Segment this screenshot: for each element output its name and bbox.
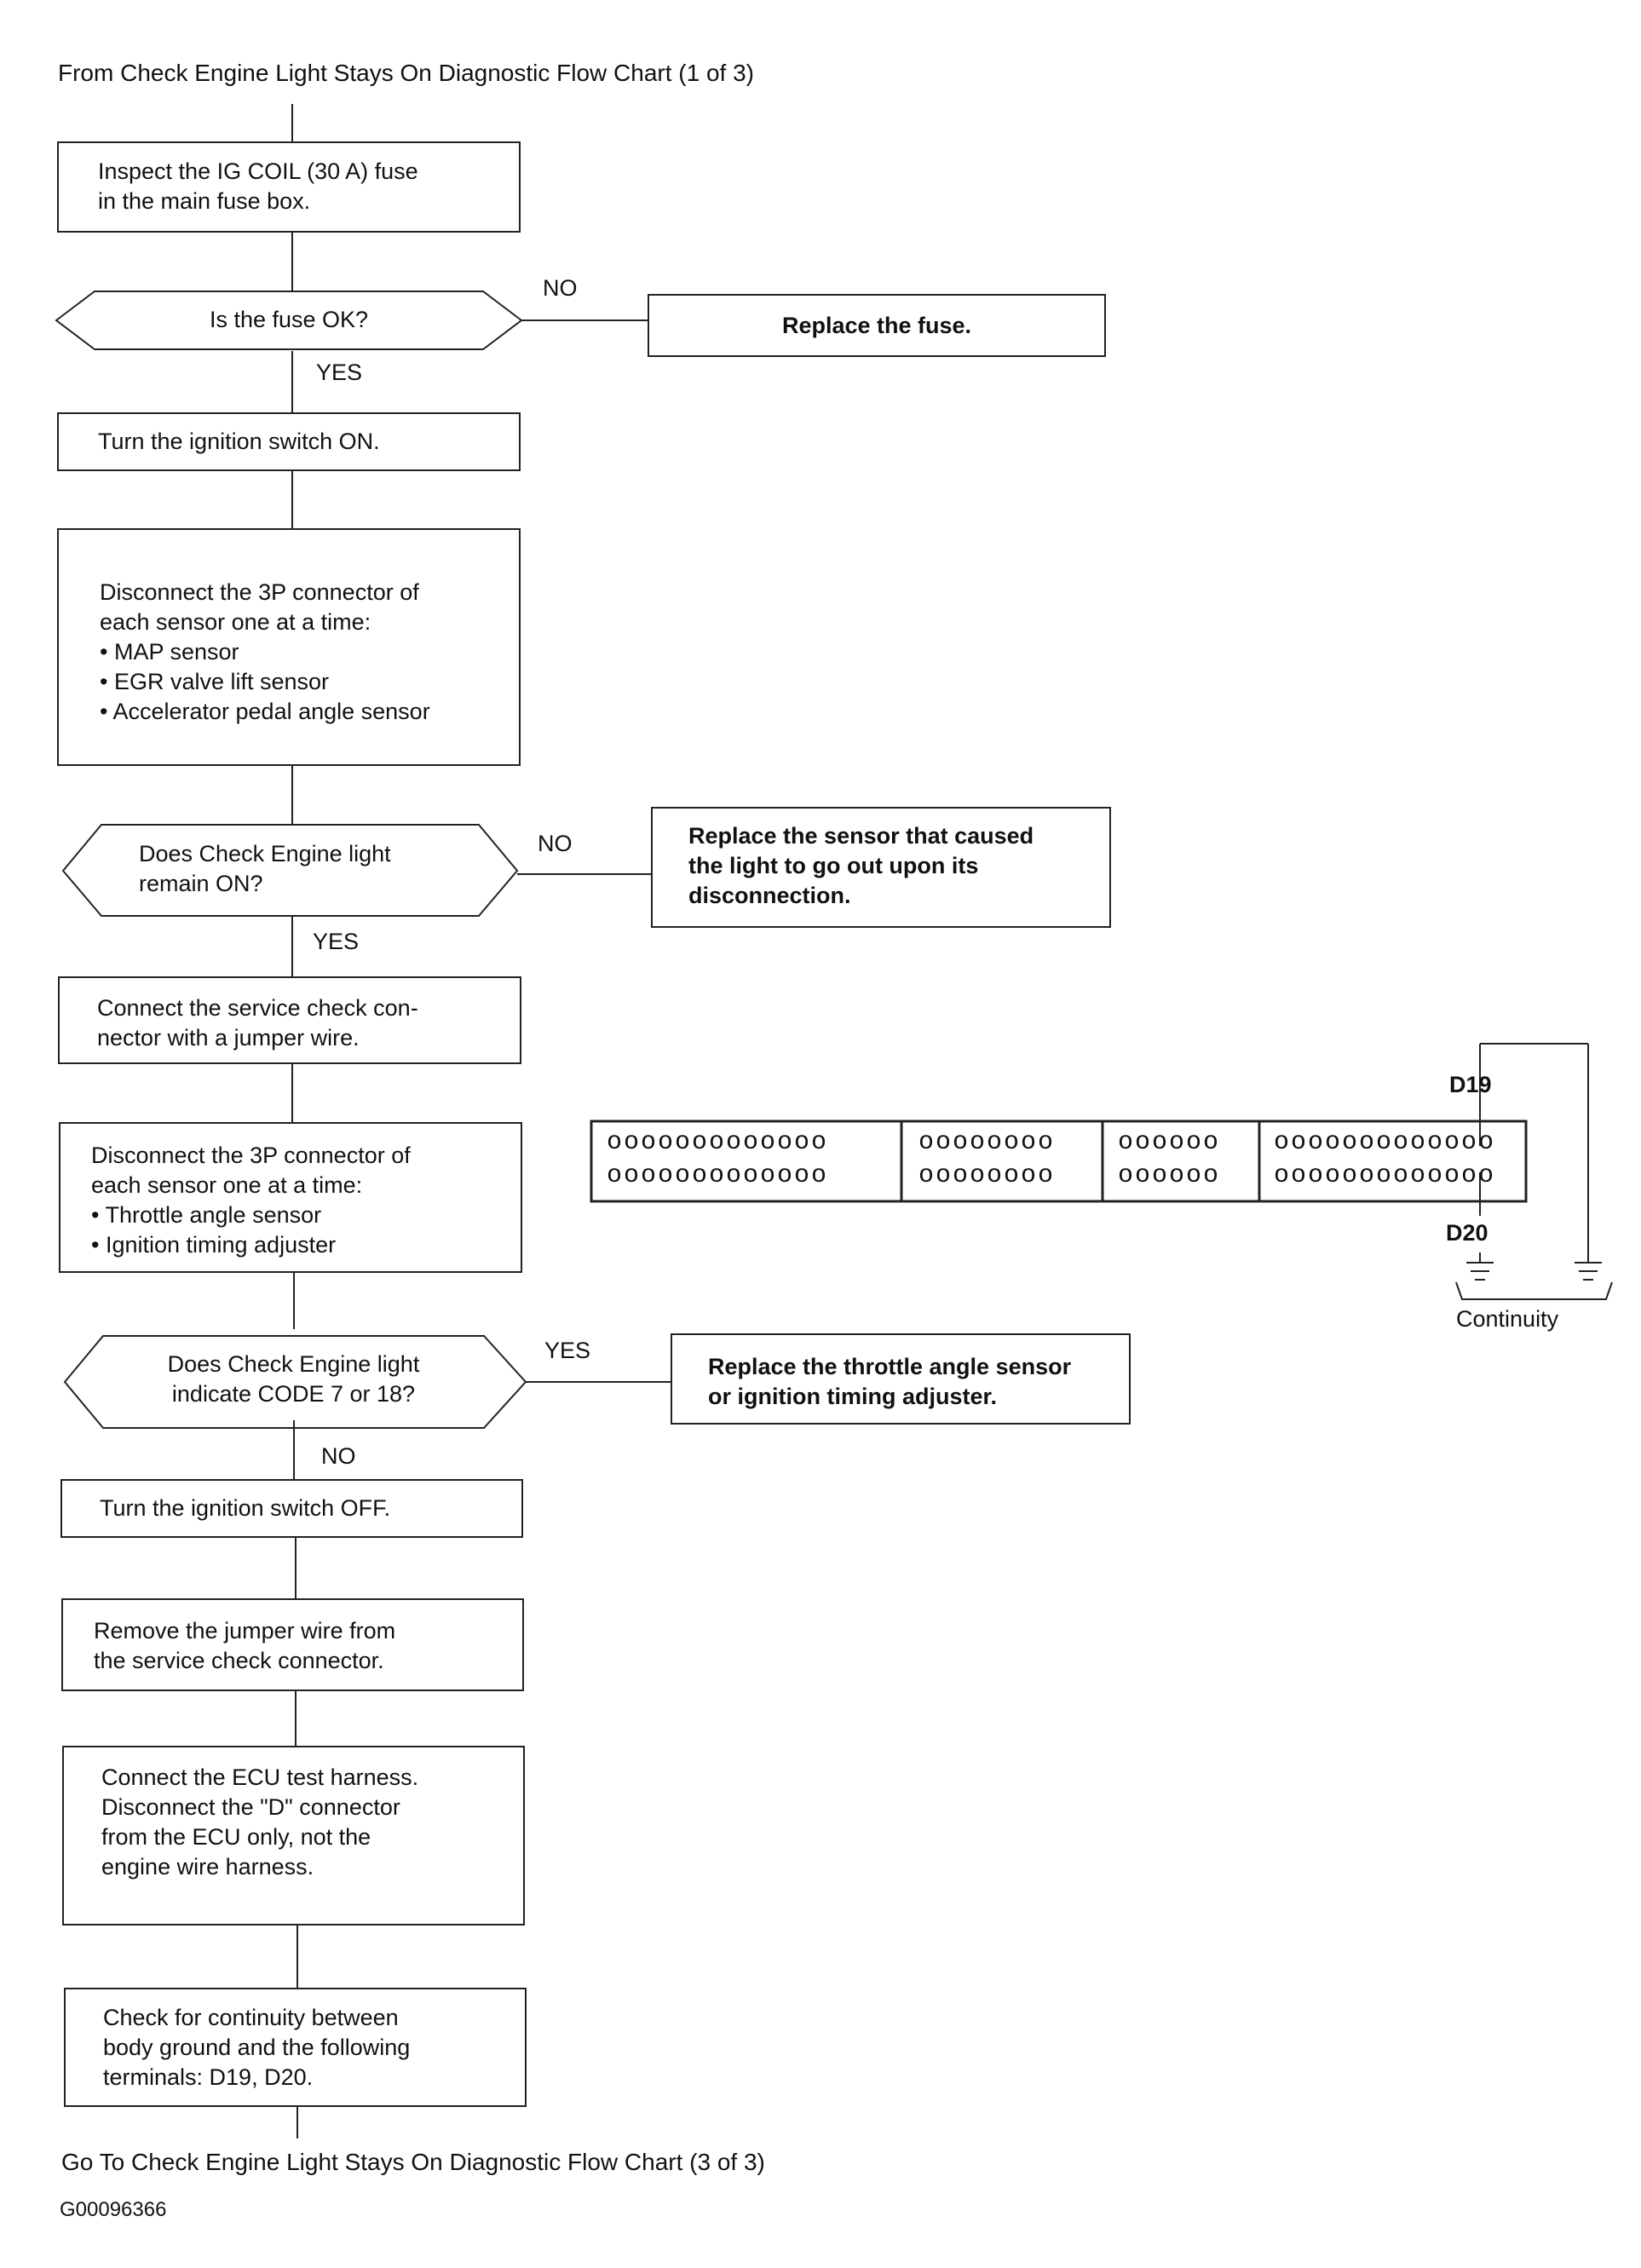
- step-connect-ecu: Connect the ECU test harness. Disconnect…: [62, 1746, 525, 1925]
- result-text: Replace the fuse.: [781, 313, 972, 338]
- connector-pins: oooooo: [1118, 1161, 1220, 1190]
- branch-label-no: NO: [543, 275, 578, 301]
- result-text: Replace the sensor that caused the light…: [688, 823, 1034, 908]
- step-text: Remove the jumper wire from the service …: [94, 1618, 396, 1673]
- connector-pins: ooooooooooooo: [1274, 1128, 1495, 1157]
- ecu-connector-outline: [590, 1120, 1528, 1203]
- result-replace-sensor: Replace the sensor that caused the light…: [651, 807, 1111, 928]
- decision-fuse-ok: Is the fuse OK?: [209, 307, 369, 332]
- source-reference: From Check Engine Light Stays On Diagnos…: [58, 60, 755, 86]
- step-check-continuity: Check for continuity between body ground…: [64, 1988, 527, 2107]
- result-replace-throttle: Replace the throttle angle sensor or ign…: [671, 1333, 1131, 1425]
- connector-pins: ooooooooooooo: [1274, 1161, 1495, 1190]
- pin-label-d19: D19: [1449, 1072, 1492, 1097]
- result-text: Replace the throttle angle sensor or ign…: [708, 1354, 1072, 1409]
- branch-label-yes: YES: [544, 1338, 591, 1363]
- step-connect-check: Connect the service check con- nector wi…: [58, 976, 521, 1064]
- continuity-label: Continuity: [1456, 1306, 1559, 1332]
- step-text: Inspect the IG COIL (30 A) fuse in the m…: [98, 158, 418, 214]
- decision-light-on: Does Check Engine light remain ON?: [139, 841, 391, 896]
- connector-pins: oooooooo: [918, 1128, 1055, 1157]
- step-inspect-fuse: Inspect the IG COIL (30 A) fuse in the m…: [57, 141, 521, 233]
- step-text: Turn the ignition switch OFF.: [100, 1495, 391, 1521]
- branch-label-no: NO: [321, 1443, 356, 1469]
- step-disconnect-3p-a: Disconnect the 3P connector of each sens…: [57, 528, 521, 766]
- pin-label-d20: D20: [1446, 1220, 1488, 1246]
- connector-pins: ooooooooooooo: [607, 1161, 828, 1190]
- step-ignition-off: Turn the ignition switch OFF.: [60, 1479, 523, 1538]
- step-ignition-on: Turn the ignition switch ON.: [57, 412, 521, 471]
- step-text: Connect the ECU test harness. Disconnect…: [101, 1764, 419, 1879]
- step-remove-jumper: Remove the jumper wire from the service …: [61, 1598, 524, 1691]
- connector-pins: ooooooooooooo: [607, 1128, 828, 1157]
- destination-reference: Go To Check Engine Light Stays On Diagno…: [61, 2149, 765, 2175]
- step-text: Check for continuity between body ground…: [103, 2005, 411, 2090]
- decision-code-7-18: Does Check Engine light indicate CODE 7 …: [167, 1351, 420, 1407]
- branch-label-yes: YES: [313, 929, 360, 954]
- step-disconnect-3p-b: Disconnect the 3P connector of each sens…: [59, 1122, 522, 1273]
- branch-label-yes: YES: [316, 360, 363, 385]
- branch-label-no: NO: [538, 831, 573, 856]
- figure-code: G00096366: [60, 2198, 167, 2221]
- ground-symbol-left: [1466, 1262, 1494, 1281]
- connector-pins: oooooooo: [918, 1161, 1055, 1190]
- decision-shape: [61, 824, 519, 917]
- step-text: Turn the ignition switch ON.: [98, 429, 380, 454]
- ground-symbol-right: [1575, 1262, 1602, 1281]
- continuity-brace: [1455, 1281, 1613, 1300]
- result-replace-fuse: Replace the fuse.: [648, 294, 1106, 357]
- step-text: Disconnect the 3P connector of each sens…: [100, 579, 430, 724]
- step-text: Disconnect the 3P connector of each sens…: [91, 1143, 411, 1258]
- connector-pins: oooooo: [1118, 1128, 1220, 1157]
- step-text: Connect the service check con- nector wi…: [97, 995, 418, 1051]
